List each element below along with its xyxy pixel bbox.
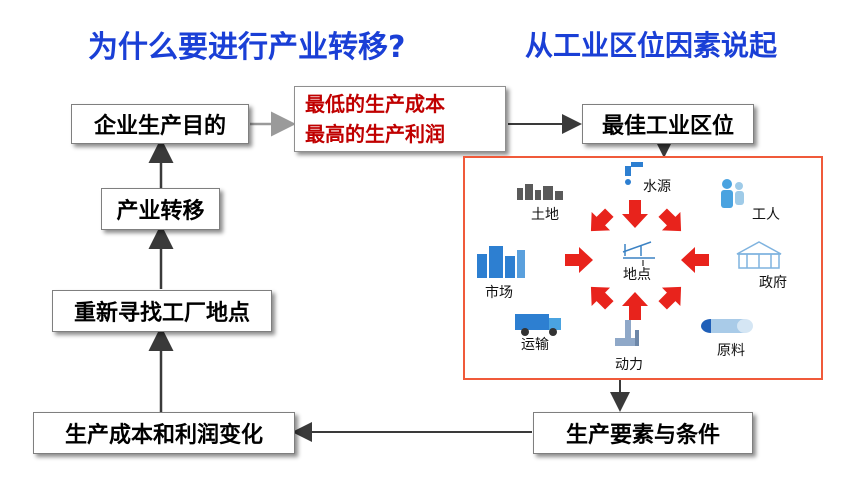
box-relocate-factory: 重新寻找工厂地点 xyxy=(52,290,272,332)
arrow-from-water xyxy=(622,200,648,228)
box-best-location: 最佳工业区位 xyxy=(582,104,754,144)
government-icon xyxy=(736,241,782,269)
power-icon xyxy=(615,320,639,346)
arrow-from-transport xyxy=(590,286,614,310)
main-title: 为什么要进行产业转移? xyxy=(88,30,406,65)
material-icon xyxy=(701,319,753,333)
label-market: 市场 xyxy=(485,285,513,301)
box-cost-profit-target: 最低的生产成本 最高的生产利润 xyxy=(294,86,506,152)
factory-icon xyxy=(622,241,655,266)
market-icon xyxy=(477,246,525,278)
factor-arrows xyxy=(565,200,709,320)
sub-title: 从工业区位因素说起 xyxy=(525,29,778,62)
box-production-factors: 生产要素与条件 xyxy=(533,412,753,454)
label-water: 水源 xyxy=(643,179,671,195)
box-industry-shift: 产业转移 xyxy=(101,188,220,230)
label-government: 政府 xyxy=(759,275,787,291)
transport-icon xyxy=(515,314,561,336)
label-labor: 工人 xyxy=(752,207,780,223)
water-icon xyxy=(625,162,643,185)
arrow-from-material xyxy=(658,286,682,310)
arrow-from-labor xyxy=(658,208,682,232)
label-land: 土地 xyxy=(531,207,559,223)
arrow-from-land xyxy=(590,208,614,232)
labor-icon xyxy=(721,179,744,208)
label-material: 原料 xyxy=(717,343,745,359)
land-icon xyxy=(517,184,563,200)
target-line-max-profit: 最高的生产利润 xyxy=(305,122,445,146)
label-transport: 运输 xyxy=(521,337,549,353)
factor-graphics xyxy=(477,162,782,346)
box-enterprise-goal: 企业生产目的 xyxy=(71,104,249,144)
location-factors-panel: 地点 土地 水源 工人 市场 政府 运输 动力 原料 xyxy=(463,156,823,380)
label-center-location: 地点 xyxy=(623,267,651,283)
target-line-min-cost: 最低的生产成本 xyxy=(305,92,445,116)
arrow-from-market xyxy=(565,247,593,273)
arrow-from-power xyxy=(622,292,648,320)
label-power: 动力 xyxy=(615,357,643,373)
box-cost-profit-change: 生产成本和利润变化 xyxy=(33,412,295,454)
arrow-from-government xyxy=(681,247,709,273)
